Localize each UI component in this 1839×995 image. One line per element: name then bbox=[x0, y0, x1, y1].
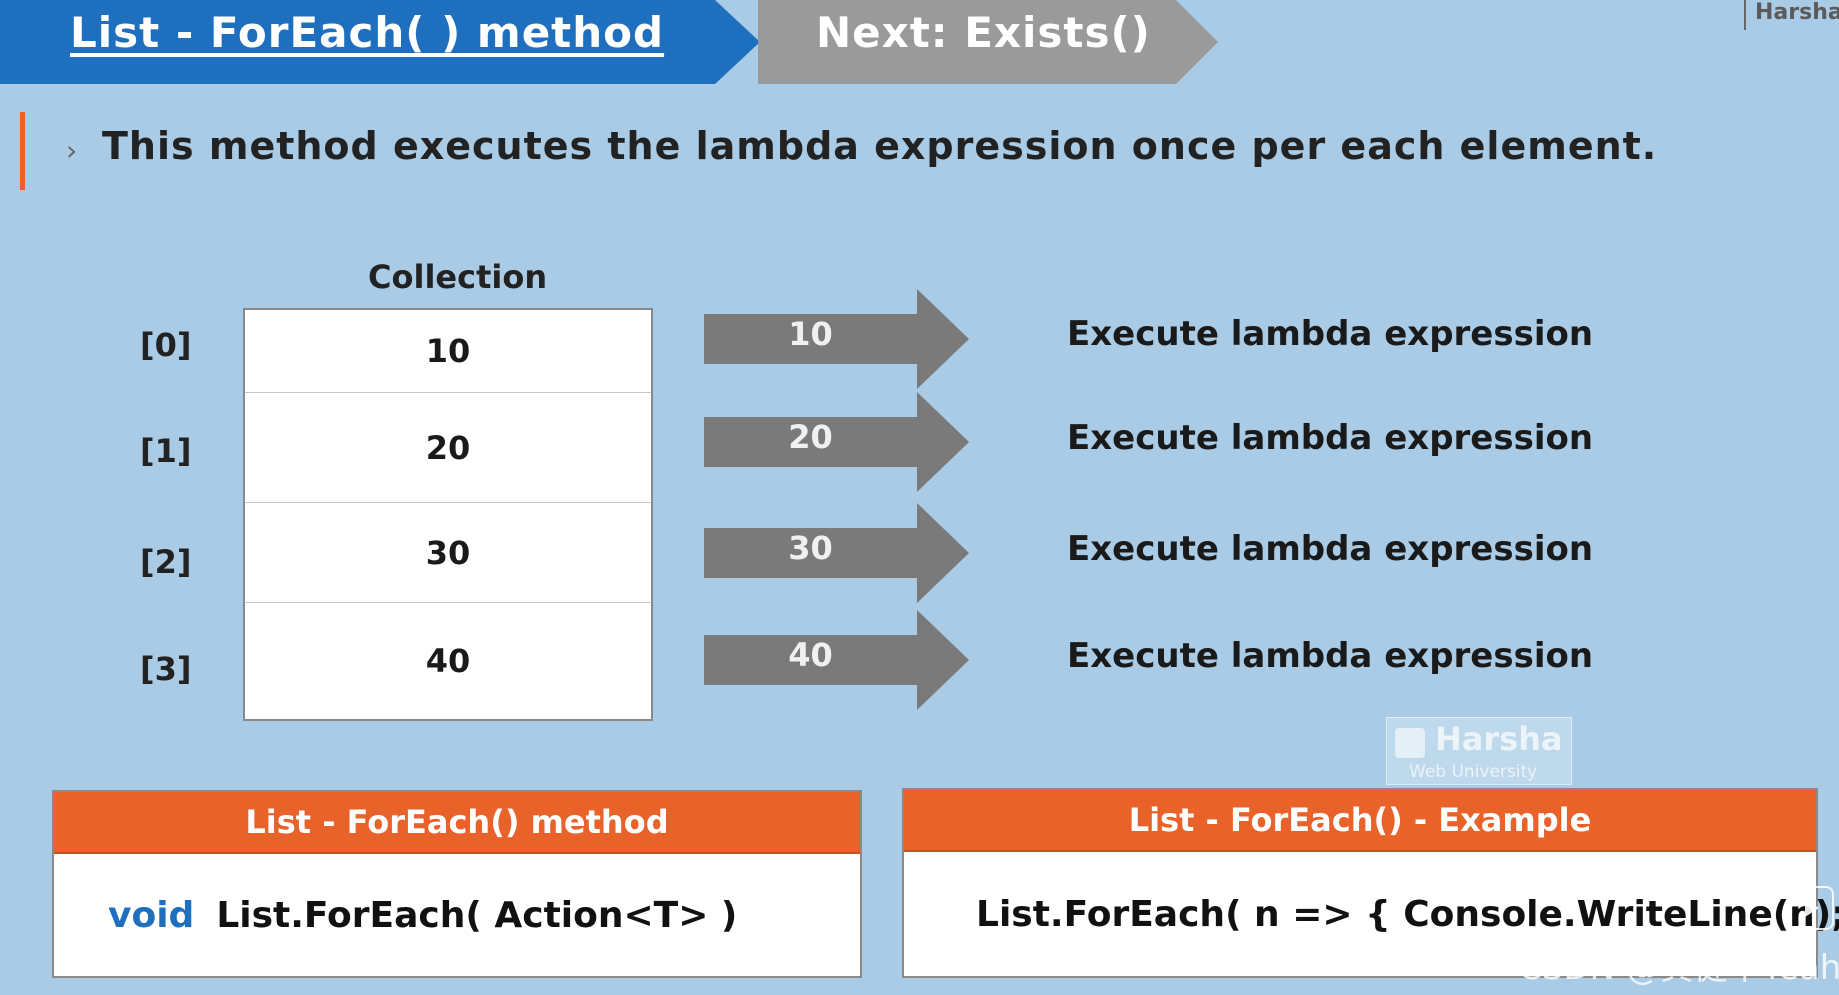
method-panel: List - ForEach() method void List.ForEac… bbox=[52, 790, 862, 978]
tab-next-shape bbox=[758, 0, 1218, 84]
collection-cell: 20 bbox=[245, 393, 651, 503]
example-panel-title: List - ForEach() - Example bbox=[904, 790, 1816, 852]
collection-title: Collection bbox=[368, 258, 548, 296]
accent-bar bbox=[20, 112, 25, 190]
arrow-value: 40 bbox=[788, 636, 833, 674]
chevron-right-icon: › bbox=[66, 134, 78, 167]
arrow-value: 30 bbox=[788, 529, 833, 567]
index-label: [3] bbox=[140, 650, 192, 688]
example-code: List.ForEach( n => { Console.WriteLine(n… bbox=[976, 893, 1839, 935]
tab-next-label: Next: Exists() bbox=[816, 8, 1151, 57]
arrow-value: 20 bbox=[788, 418, 833, 456]
execute-label: Execute lambda expression bbox=[1067, 636, 1594, 676]
collection-table: 10 20 30 40 bbox=[243, 308, 653, 721]
index-label: [0] bbox=[140, 326, 192, 364]
collection-cell: 10 bbox=[245, 310, 651, 393]
arrow: 10 bbox=[704, 289, 969, 389]
arrow: 20 bbox=[704, 392, 969, 492]
arrow: 40 bbox=[704, 610, 969, 710]
tab-current-shape bbox=[0, 0, 760, 84]
keyword-void: void bbox=[108, 894, 195, 936]
tab-current-label: List - ForEach( ) method bbox=[70, 8, 665, 57]
method-panel-title: List - ForEach() method bbox=[54, 792, 860, 854]
bullet-text: This method executes the lambda expressi… bbox=[102, 124, 1658, 168]
execute-label: Execute lambda expression bbox=[1067, 418, 1594, 458]
arrow-value: 10 bbox=[788, 315, 833, 353]
method-signature: void List.ForEach( Action<T> ) bbox=[54, 854, 860, 976]
tab-next[interactable]: Next: Exists() bbox=[758, 0, 1218, 84]
arrow: 30 bbox=[704, 503, 969, 603]
watermark-logo: Harsha Web University bbox=[1386, 717, 1572, 785]
method-code: List.ForEach( Action<T> ) bbox=[216, 894, 738, 936]
execute-label: Execute lambda expression bbox=[1067, 529, 1594, 569]
tab-current[interactable]: List - ForEach( ) method bbox=[0, 0, 760, 84]
execute-label: Execute lambda expression bbox=[1067, 314, 1594, 354]
watermark-sub: Web University bbox=[1409, 762, 1538, 782]
index-label: [1] bbox=[140, 432, 192, 470]
collection-cell: 30 bbox=[245, 503, 651, 603]
play-icon[interactable] bbox=[1786, 886, 1834, 930]
watermark-name: Harsha bbox=[1435, 720, 1563, 758]
collection-cell: 40 bbox=[425, 642, 471, 680]
index-label: [2] bbox=[140, 543, 192, 581]
example-panel: List - ForEach() - Example List.ForEach(… bbox=[902, 788, 1839, 978]
logo-icon bbox=[1395, 728, 1425, 758]
footer-watermark: CSDN @黄健华Yeah bbox=[1518, 948, 1839, 988]
brand-label: Harsha bbox=[1744, 0, 1839, 30]
